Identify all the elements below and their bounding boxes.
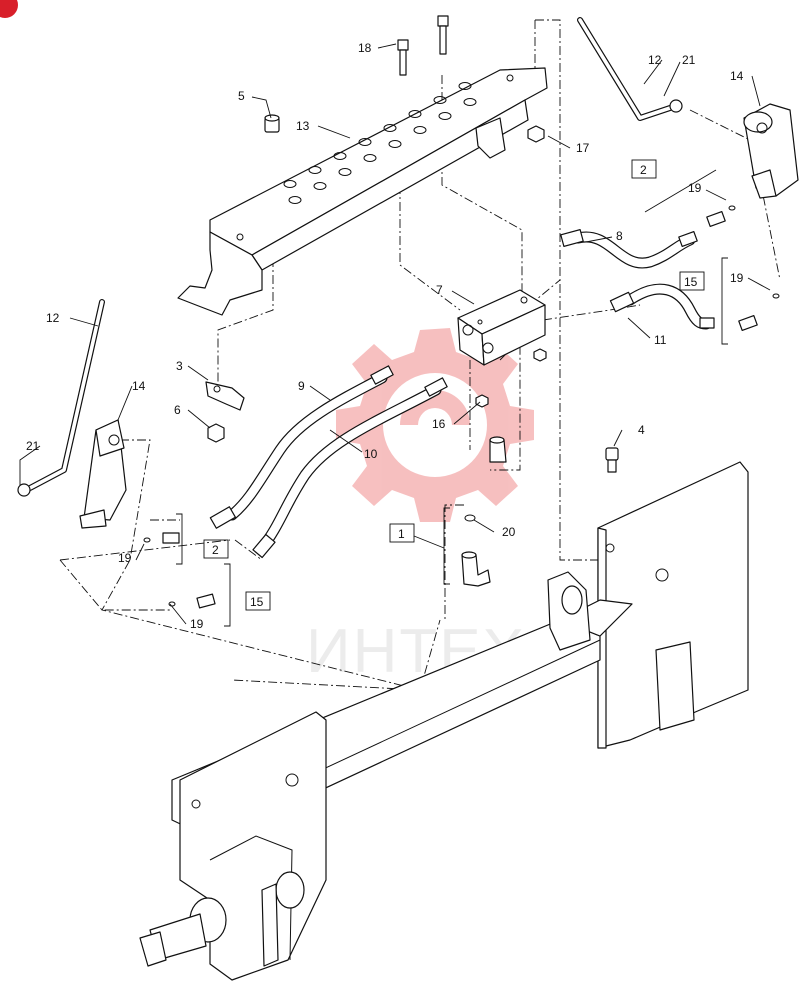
callout-21-left: 21 bbox=[26, 439, 40, 453]
callout-5: 5 bbox=[238, 89, 245, 103]
leader-lines bbox=[19, 43, 771, 625]
callout-11: 11 bbox=[654, 333, 667, 347]
callout-8: 8 bbox=[616, 229, 623, 243]
callout-4: 4 bbox=[638, 423, 645, 437]
callout-6: 6 bbox=[174, 403, 181, 417]
corner-badge bbox=[0, 0, 18, 18]
part-3-clip bbox=[205, 381, 245, 411]
callout-19-right-upper: 19 bbox=[688, 181, 702, 195]
callout-13: 13 bbox=[296, 119, 310, 133]
part-20-o-ring bbox=[464, 514, 476, 522]
callout-15-right: 15 bbox=[684, 275, 698, 289]
callout-boxes bbox=[203, 159, 705, 611]
bracket-group-15-left bbox=[224, 563, 231, 627]
callout-14-left: 14 bbox=[132, 379, 146, 393]
callout-3: 3 bbox=[176, 359, 183, 373]
fittings-left bbox=[143, 532, 216, 609]
part-5-bolt bbox=[264, 114, 280, 133]
watermark: ИНТЕХ bbox=[306, 328, 534, 686]
callout-2-right: 2 bbox=[640, 163, 647, 177]
part-14-cylinder-left bbox=[79, 419, 127, 529]
callout-19-left-lower: 19 bbox=[190, 617, 204, 631]
part-9-hose bbox=[209, 365, 394, 529]
bracket-group-2-left bbox=[176, 513, 183, 565]
elbow-fitting-block bbox=[489, 436, 507, 463]
part-11-hose bbox=[609, 283, 715, 330]
callout-12-left: 12 bbox=[46, 311, 60, 325]
loader-frame bbox=[139, 461, 749, 981]
callout-19-right-lower: 19 bbox=[730, 271, 744, 285]
callout-2-left: 2 bbox=[212, 543, 219, 557]
callout-17: 17 bbox=[576, 141, 590, 155]
part-18-bolts bbox=[397, 15, 449, 76]
part-16-nut bbox=[475, 348, 547, 408]
part-8-hose bbox=[560, 229, 698, 269]
callout-20: 20 bbox=[502, 525, 516, 539]
part-1-elbow-fitting bbox=[461, 551, 491, 587]
callout-19-left-upper: 19 bbox=[118, 551, 132, 565]
callout-14-right: 14 bbox=[730, 69, 744, 83]
callout-18: 18 bbox=[358, 41, 372, 55]
callout-10: 10 bbox=[364, 447, 378, 461]
callout-7: 7 bbox=[436, 283, 443, 297]
callout-1: 1 bbox=[398, 527, 405, 541]
part-6-nut bbox=[207, 423, 225, 443]
fittings-right bbox=[706, 205, 780, 332]
part-12-rod-left bbox=[17, 299, 105, 497]
callout-12-right: 12 bbox=[648, 53, 662, 67]
callout-16: 16 bbox=[432, 417, 446, 431]
part-12-rod-right bbox=[577, 17, 683, 121]
part-13-foot-step bbox=[177, 67, 548, 316]
bracket-group-1 bbox=[443, 507, 450, 585]
bracket-group-15-right bbox=[721, 257, 728, 345]
part-14-cylinder-right bbox=[743, 103, 799, 199]
callout-15-left: 15 bbox=[250, 595, 264, 609]
bracket-group-2-right bbox=[644, 169, 717, 213]
callout-9: 9 bbox=[298, 379, 305, 393]
part-17-nut bbox=[527, 125, 545, 143]
callout-labels: 2 15 2 15 1 18 5 13 17 7 8 9 10 11 12 21… bbox=[26, 41, 744, 631]
step-holes bbox=[236, 74, 514, 241]
part-7-valve-block bbox=[457, 289, 546, 366]
part-4-bolt bbox=[605, 447, 619, 473]
callout-21-right: 21 bbox=[682, 53, 696, 67]
part-10-hose bbox=[252, 377, 448, 559]
